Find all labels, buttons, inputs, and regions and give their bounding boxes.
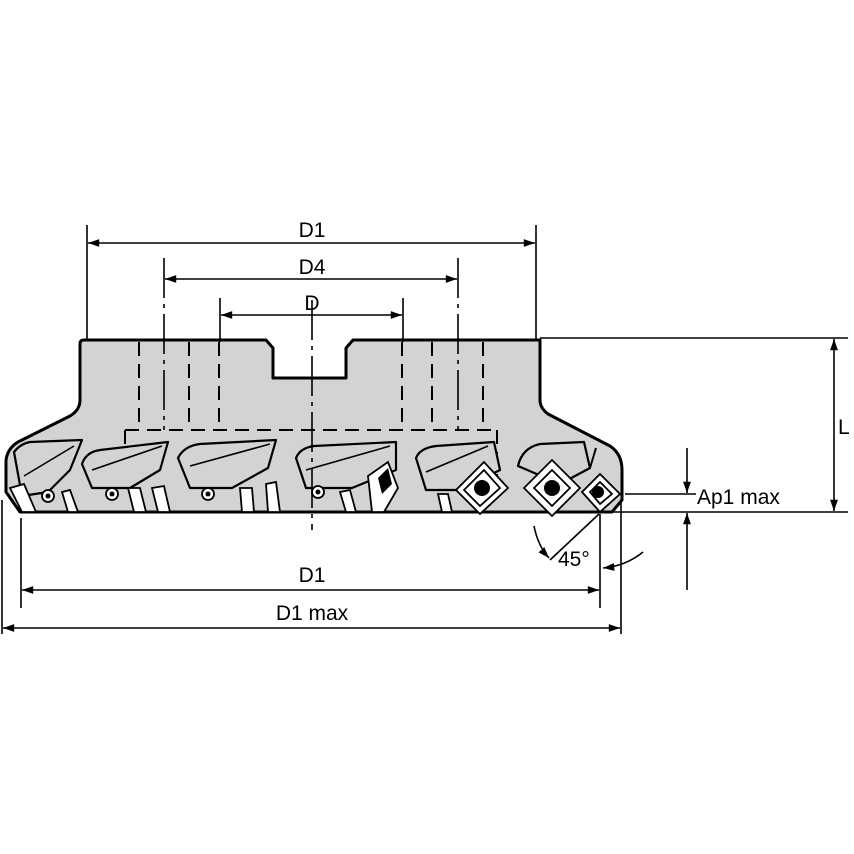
label-d4: D4 (299, 256, 326, 279)
label-d1-top: D1 (299, 219, 326, 242)
label-ap1-max: Ap1 max (697, 486, 780, 509)
dimension-d4: D4 (163, 256, 459, 430)
label-l: L (838, 416, 850, 439)
label-angle: 45° (558, 548, 590, 571)
dimension-d: D (219, 292, 404, 342)
angle-45: 45° (533, 513, 644, 571)
label-d1-max: D1 max (276, 602, 349, 625)
dimension-d1-top: D1 (86, 219, 537, 340)
dimension-d1-max: D1 max (1, 500, 622, 634)
insert-pockets (8, 438, 622, 518)
label-d: D (304, 292, 319, 315)
dimension-ap1-max: Ap1 max (625, 448, 780, 590)
label-d1-bottom: D1 (299, 564, 326, 587)
dimension-l: L (540, 337, 850, 513)
dimension-d1-bottom: D1 (20, 514, 601, 608)
